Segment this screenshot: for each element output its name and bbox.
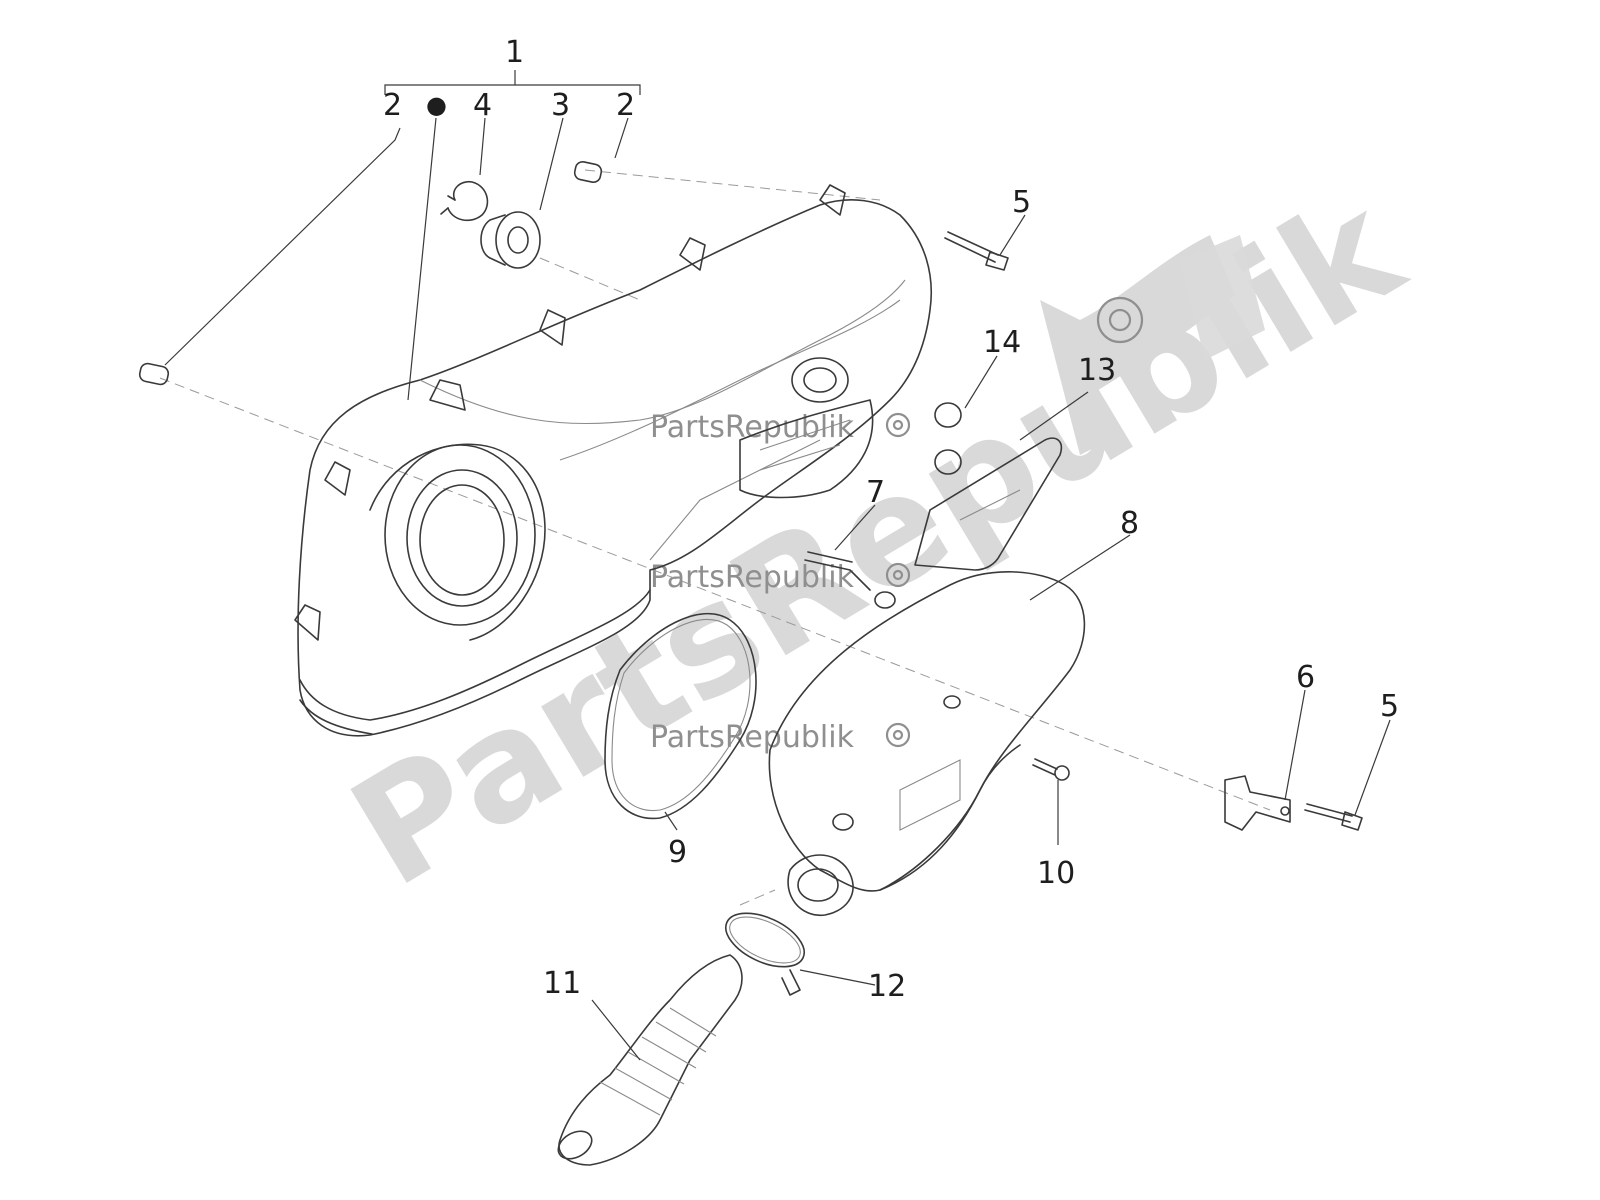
dowel-pin-right [573,160,603,184]
callout-label-13: 13 [1078,353,1116,388]
callout-label-2-right: 2 [616,88,635,123]
gasket [604,612,757,820]
callout-label-3: 3 [551,88,570,123]
callout-label-8: 8 [1120,506,1139,541]
gear-flag-icon [1040,235,1265,455]
watermark-small-text-1: PartsRepublik [650,410,855,445]
crankcase-cover [294,184,933,737]
callout-label-4: 4 [473,88,492,123]
grommets [934,402,962,475]
dowel-pin-left [138,362,170,386]
screw-upper [944,231,1009,271]
watermark-small-group: PartsRepublik PartsRepublik PartsRepubli… [650,410,911,755]
intake-duct [557,954,743,1166]
air-filter-housing [768,571,1086,916]
watermark-big-text: PartsRepublik [324,161,1431,921]
callout-label-1: 1 [505,35,524,70]
callout-label-11: 11 [543,966,581,1001]
watermark-small-text-3: PartsRepublik [650,720,855,755]
badge-plate [914,437,1063,571]
callout-label-14: 14 [983,325,1021,360]
callout-label-7: 7 [866,475,885,510]
callout-label-5-upper: 5 [1012,185,1031,220]
assembly-axes [159,169,1271,906]
screw-7 [804,551,896,609]
leader-lines [164,117,1391,1061]
callout-labels: 1 2 2 3 4 5 5 6 7 8 9 10 11 12 13 14 ● [383,35,1399,1004]
watermark-big: PartsRepublik [324,161,1431,921]
hose-clamp [725,912,805,996]
circlip [440,180,489,222]
screw-10 [1032,758,1070,781]
watermark-small-text-2: PartsRepublik [650,560,855,595]
bearing [480,211,541,269]
bracket [1224,775,1291,831]
callout-label-10: 10 [1037,856,1075,891]
screw-lower [1304,803,1363,831]
cog-icon [885,412,911,748]
callout-label-2-left: 2 [383,88,402,123]
callout-label-9: 9 [668,835,687,870]
callout-label-6: 6 [1296,660,1315,695]
callout-label-5-lower: 5 [1380,689,1399,724]
callout-label-12: 12 [868,969,906,1004]
bullet-marker: ● [426,91,447,119]
callout-1-bracket [384,70,641,95]
